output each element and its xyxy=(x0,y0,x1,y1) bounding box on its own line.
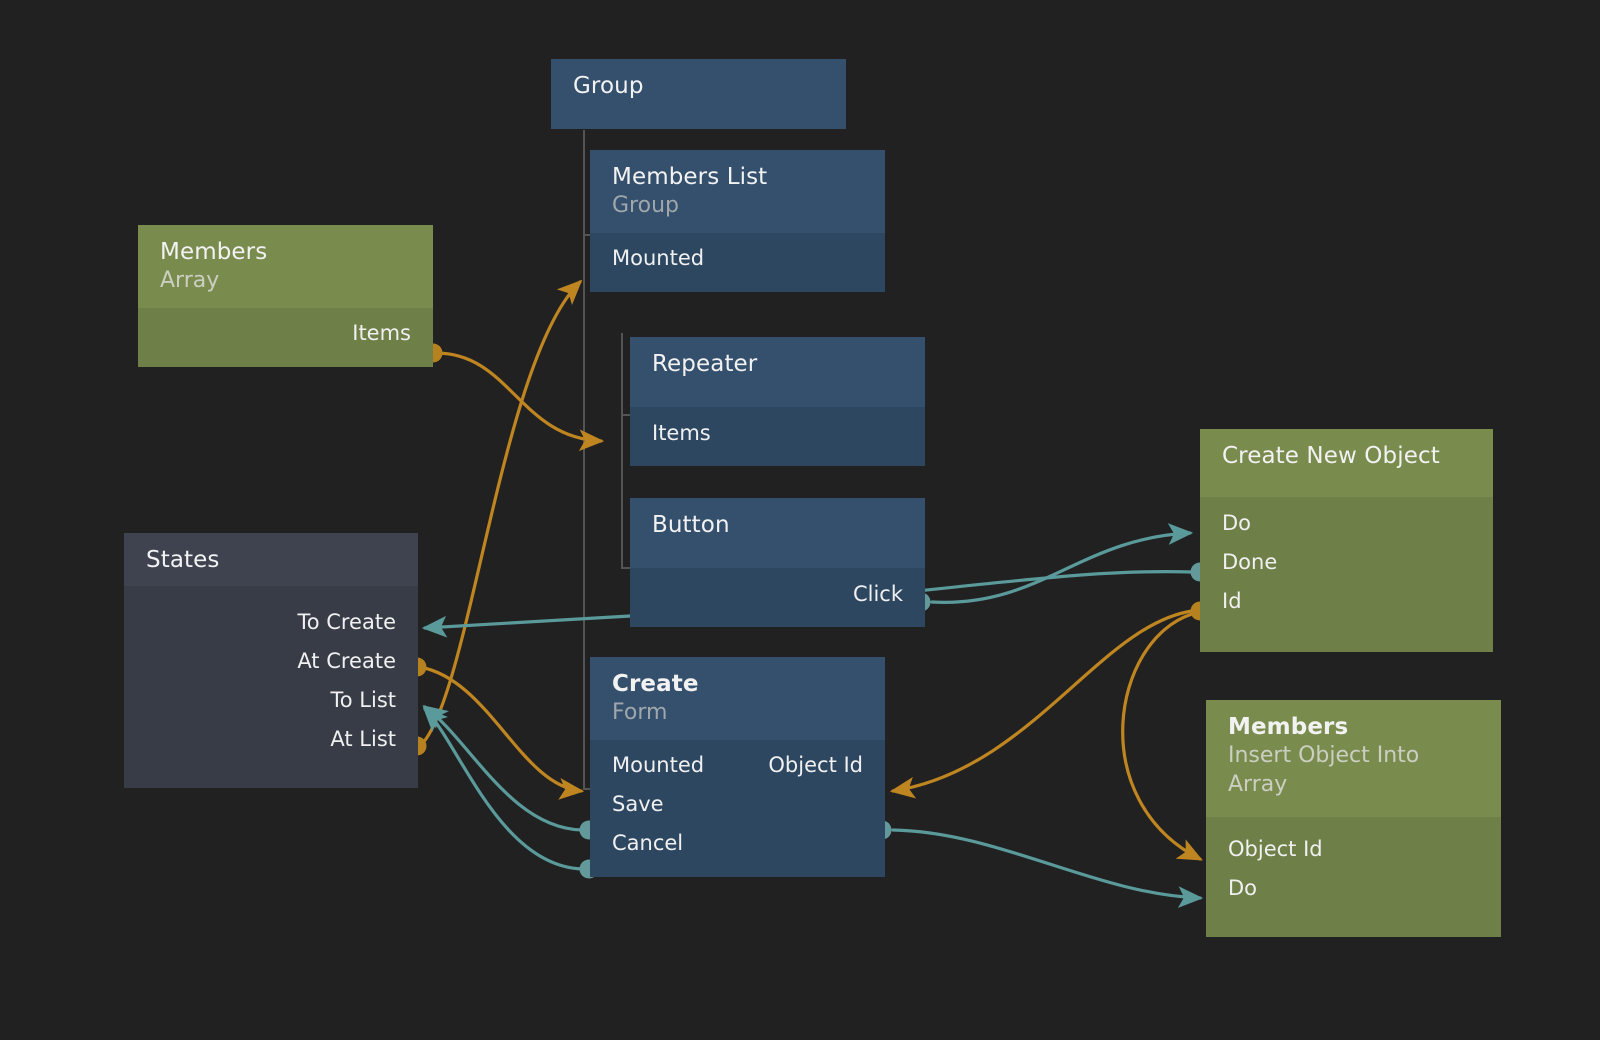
port-label: Items xyxy=(352,321,411,346)
port-label-object-id: Object Id xyxy=(768,753,863,778)
port-button-click[interactable]: Click xyxy=(630,574,925,613)
port-members-insert-do[interactable]: Do xyxy=(1206,868,1501,907)
port-states-to-list[interactable]: To List xyxy=(124,680,418,719)
node-create-form[interactable]: Create Form Mounted Object Id Save Cance… xyxy=(590,657,885,877)
wire-createnewobject-id-to-membersinsert-objectid xyxy=(1121,612,1203,861)
port-label: To Create xyxy=(297,609,396,634)
port-label: Do xyxy=(1222,510,1252,535)
node-group[interactable]: Group xyxy=(551,59,846,129)
wire-create-save-to-states-tolist xyxy=(422,705,584,832)
node-states-body: To Create At Create To List At List xyxy=(124,586,418,788)
node-button-body: Click xyxy=(630,568,925,627)
port-members-list-mounted[interactable]: Mounted xyxy=(590,239,885,278)
node-members-array[interactable]: Members Array Items xyxy=(138,225,433,367)
node-members-list-header: Members List Group xyxy=(590,150,885,233)
node-states[interactable]: States To Create At Create To List At Li… xyxy=(124,533,418,788)
port-create-new-object-do[interactable]: Do xyxy=(1200,503,1493,542)
port-states-to-create[interactable]: To Create xyxy=(124,602,418,641)
port-create-form-save[interactable]: Save xyxy=(590,785,885,824)
node-members-list[interactable]: Members List Group Mounted xyxy=(590,150,885,292)
node-members-insert-body: Object Id Do xyxy=(1206,817,1501,938)
node-repeater-header: Repeater xyxy=(630,337,925,407)
node-members-list-subtitle: Group xyxy=(612,193,679,219)
port-label: Object Id xyxy=(1228,836,1323,861)
port-label: Done xyxy=(1222,549,1278,574)
node-create-form-subtitle: Form xyxy=(612,700,668,726)
tree-line-create-stub xyxy=(583,788,595,790)
port-label: At Create xyxy=(297,648,396,673)
port-label: At List xyxy=(330,726,396,751)
wire-createnewobject-id-to-create-objectid xyxy=(889,609,1194,799)
port-label: Save xyxy=(612,792,664,817)
port-label: Id xyxy=(1222,588,1242,613)
node-button[interactable]: Button Click xyxy=(630,498,925,627)
node-group-title: Group xyxy=(573,73,644,99)
node-create-new-object-title: Create New Object xyxy=(1222,443,1440,469)
node-repeater-title: Repeater xyxy=(652,351,758,377)
node-button-title: Button xyxy=(652,512,730,538)
wire-members-items-to-repeater-items xyxy=(434,351,605,452)
node-members-array-subtitle: Array xyxy=(160,268,220,294)
node-create-new-object-header: Create New Object xyxy=(1200,429,1493,497)
node-create-new-object[interactable]: Create New Object Do Done Id xyxy=(1200,429,1493,652)
port-members-insert-object-id[interactable]: Object Id xyxy=(1206,829,1501,868)
port-repeater-items[interactable]: Items xyxy=(630,413,925,452)
tree-line-button-stub xyxy=(621,567,633,569)
tree-line-repeater-stub xyxy=(621,414,633,416)
wire-create-cancel-to-states-tolist xyxy=(422,706,584,871)
node-members-array-body: Items xyxy=(138,307,433,367)
node-members-list-body: Mounted xyxy=(590,232,885,292)
node-members-insert[interactable]: Members Insert Object Into Array Object … xyxy=(1206,700,1501,938)
port-label: Cancel xyxy=(612,831,684,856)
node-create-form-body: Mounted Object Id Save Cancel xyxy=(590,739,885,877)
wire-create-out-to-membersinsert-do xyxy=(891,828,1204,909)
port-create-form-cancel[interactable]: Cancel xyxy=(590,824,885,863)
node-create-new-object-body: Do Done Id xyxy=(1200,497,1493,652)
node-members-insert-title: Members xyxy=(1228,714,1349,740)
node-members-list-title: Members List xyxy=(612,164,768,190)
port-create-new-object-done[interactable]: Done xyxy=(1200,542,1493,581)
wire-states-atcreate-to-create-mounted xyxy=(418,665,585,800)
port-label: To List xyxy=(330,687,397,712)
wire-button-click-to-createnewobject-do xyxy=(930,523,1194,604)
node-group-header: Group xyxy=(551,59,846,129)
node-create-form-title: Create xyxy=(612,671,699,697)
port-label: Click xyxy=(852,581,903,606)
node-states-header: States xyxy=(124,533,418,586)
port-members-array-items[interactable]: Items xyxy=(138,314,433,353)
node-members-array-header: Members Array xyxy=(138,225,433,308)
node-members-array-title: Members xyxy=(160,239,268,265)
node-repeater-body: Items xyxy=(630,407,925,466)
tree-line-group-vertical xyxy=(583,130,585,790)
port-label-mounted: Mounted xyxy=(612,753,705,778)
node-members-insert-subtitle: Insert Object Into Array xyxy=(1228,743,1420,797)
wire-states-atlist-to-memberslist-mounted xyxy=(418,279,583,748)
tree-line-members-list-vertical xyxy=(621,333,623,569)
node-repeater[interactable]: Repeater Items xyxy=(630,337,925,466)
port-label: Do xyxy=(1228,875,1258,900)
port-states-at-list[interactable]: At List xyxy=(124,719,418,758)
node-members-insert-header: Members Insert Object Into Array xyxy=(1206,700,1501,818)
port-label: Items xyxy=(652,420,711,445)
node-create-form-header: Create Form xyxy=(590,657,885,740)
port-create-form-mounted-objectid[interactable]: Mounted Object Id xyxy=(590,746,885,785)
port-label: Mounted xyxy=(612,246,705,271)
port-states-at-create[interactable]: At Create xyxy=(124,641,418,680)
node-button-header: Button xyxy=(630,498,925,568)
tree-line-members-list-stub xyxy=(583,234,595,236)
port-create-new-object-id[interactable]: Id xyxy=(1200,581,1493,620)
node-states-title: States xyxy=(146,547,220,573)
